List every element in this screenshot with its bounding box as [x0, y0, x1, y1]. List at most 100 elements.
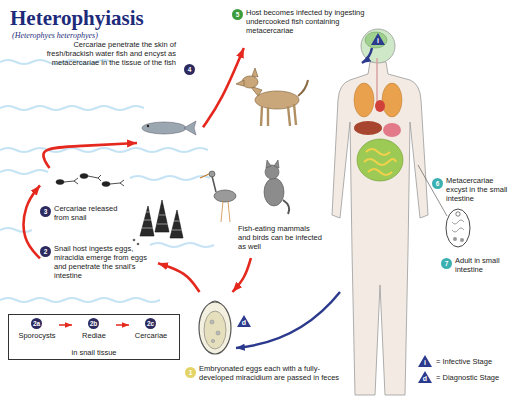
- human-body: [365, 32, 387, 48]
- step-number: 2c: [145, 318, 156, 329]
- water-waves: [130, 176, 210, 180]
- adult-fluke: [452, 220, 464, 232]
- adult-fluke: [456, 212, 460, 216]
- note-box: Fish-eating mammals and birds can be inf…: [238, 224, 324, 258]
- stage-box: 3Cercariae released from snail: [40, 168, 135, 226]
- human-body: [354, 121, 382, 135]
- stage-triangle: [237, 33, 432, 383]
- step-text: Snail host ingests eggs, miracidia emerg…: [54, 244, 158, 280]
- egg: [204, 311, 226, 349]
- snail-stage: 2bRediae: [72, 318, 116, 346]
- snail-stages-box: in snail tissue2aSporocysts2bRediae2cCer…: [8, 314, 180, 360]
- stage-box: 1Embryonated eggs each with a fully-deve…: [183, 292, 348, 394]
- dog: [298, 80, 308, 96]
- dog: [261, 104, 296, 126]
- dog: [252, 68, 258, 77]
- fish: [147, 125, 149, 127]
- legend-text: = Diagnostic Stage: [436, 373, 499, 382]
- fish: [142, 121, 196, 135]
- step-number: 5: [232, 9, 243, 20]
- dog: [236, 80, 244, 86]
- step-text: Sporocysts: [15, 331, 59, 340]
- fish: [142, 122, 186, 134]
- human-body: [383, 123, 401, 137]
- snails: [140, 206, 154, 236]
- cercariae: [80, 174, 88, 179]
- snails: [170, 210, 183, 238]
- stage-triangle: [371, 33, 385, 45]
- water-waves: [0, 148, 208, 152]
- step-text: in snail tissue: [9, 348, 179, 357]
- adult-fluke: [446, 209, 470, 247]
- legend-text: = Infective Stage: [436, 357, 492, 366]
- step-text: Fish-eating mammals and birds can be inf…: [238, 224, 324, 251]
- human-body: [382, 83, 402, 117]
- stage-triangle: [418, 371, 432, 383]
- water-waves: [0, 60, 214, 302]
- human-body: [364, 149, 396, 175]
- snails: [133, 239, 136, 242]
- legend-marker: i: [421, 359, 429, 367]
- snails: [142, 212, 182, 230]
- bird: [200, 171, 236, 222]
- adult-fluke: [418, 165, 447, 216]
- cat: [266, 160, 279, 168]
- snails: [133, 200, 183, 245]
- bird: [212, 176, 216, 192]
- cercariae: [56, 174, 124, 187]
- egg: [216, 331, 220, 335]
- stage-box: 4Cercariae penetrate the skin of fresh/b…: [38, 38, 203, 143]
- human-body: [332, 62, 428, 395]
- bird: [221, 201, 230, 222]
- bird: [214, 190, 236, 202]
- egg: [209, 301, 221, 304]
- legend-marker: d: [421, 375, 429, 383]
- adult-fluke: [453, 237, 457, 241]
- step-text: Rediae: [72, 331, 116, 340]
- diagram-title: Heterophyiasis: [10, 6, 144, 31]
- step-number: 2b: [88, 318, 99, 329]
- step-text: Embryonated eggs each with a fully-devel…: [199, 364, 345, 382]
- cercariae: [110, 180, 124, 186]
- cercariae: [102, 182, 110, 187]
- stage-box: 2Snail host ingests eggs, miracidia emer…: [40, 244, 158, 292]
- cycle-arrow: [116, 324, 129, 326]
- cycle-arrow: [59, 324, 72, 326]
- transmission-arrow: [236, 292, 340, 348]
- step-number: 2: [40, 246, 51, 257]
- water-waves: [150, 243, 214, 247]
- step-text: Adult in small intestine: [455, 256, 517, 274]
- snails: [137, 243, 140, 246]
- stage-box: 5Host becomes infected by ingesting unde…: [232, 6, 380, 48]
- snails: [155, 200, 169, 232]
- cycle-arrow: [203, 48, 244, 127]
- human-body: [375, 100, 385, 112]
- water-waves: [0, 170, 48, 174]
- cercariae: [64, 178, 78, 184]
- transmission-arrow: [236, 48, 372, 348]
- water-waves: [0, 106, 144, 110]
- human-body: [332, 29, 428, 395]
- step-number: 6: [432, 178, 443, 189]
- egg: [199, 302, 231, 354]
- transmission-arrow: [362, 48, 372, 63]
- stage-marker: i: [374, 37, 382, 45]
- human-body: [361, 29, 395, 63]
- step-text: Cercariae penetrate the skin of fresh/br…: [38, 40, 176, 67]
- snail-stage: 2aSporocysts: [15, 318, 59, 346]
- step-number: 2a: [31, 318, 42, 329]
- stage-box: 6Metacercariae excyst in the small intes…: [432, 176, 514, 210]
- dog: [236, 68, 308, 126]
- step-text: Cercariae released from snail: [54, 204, 134, 222]
- adult-fluke: [460, 238, 464, 242]
- step-number: 7: [441, 258, 452, 269]
- human-body: [357, 139, 403, 181]
- cycle-arrow: [158, 263, 200, 292]
- egg: [199, 301, 231, 354]
- step-text: Host becomes infected by ingesting under…: [246, 8, 378, 35]
- egg: [211, 339, 214, 342]
- stage-triangle: [418, 355, 432, 367]
- cat: [283, 200, 289, 214]
